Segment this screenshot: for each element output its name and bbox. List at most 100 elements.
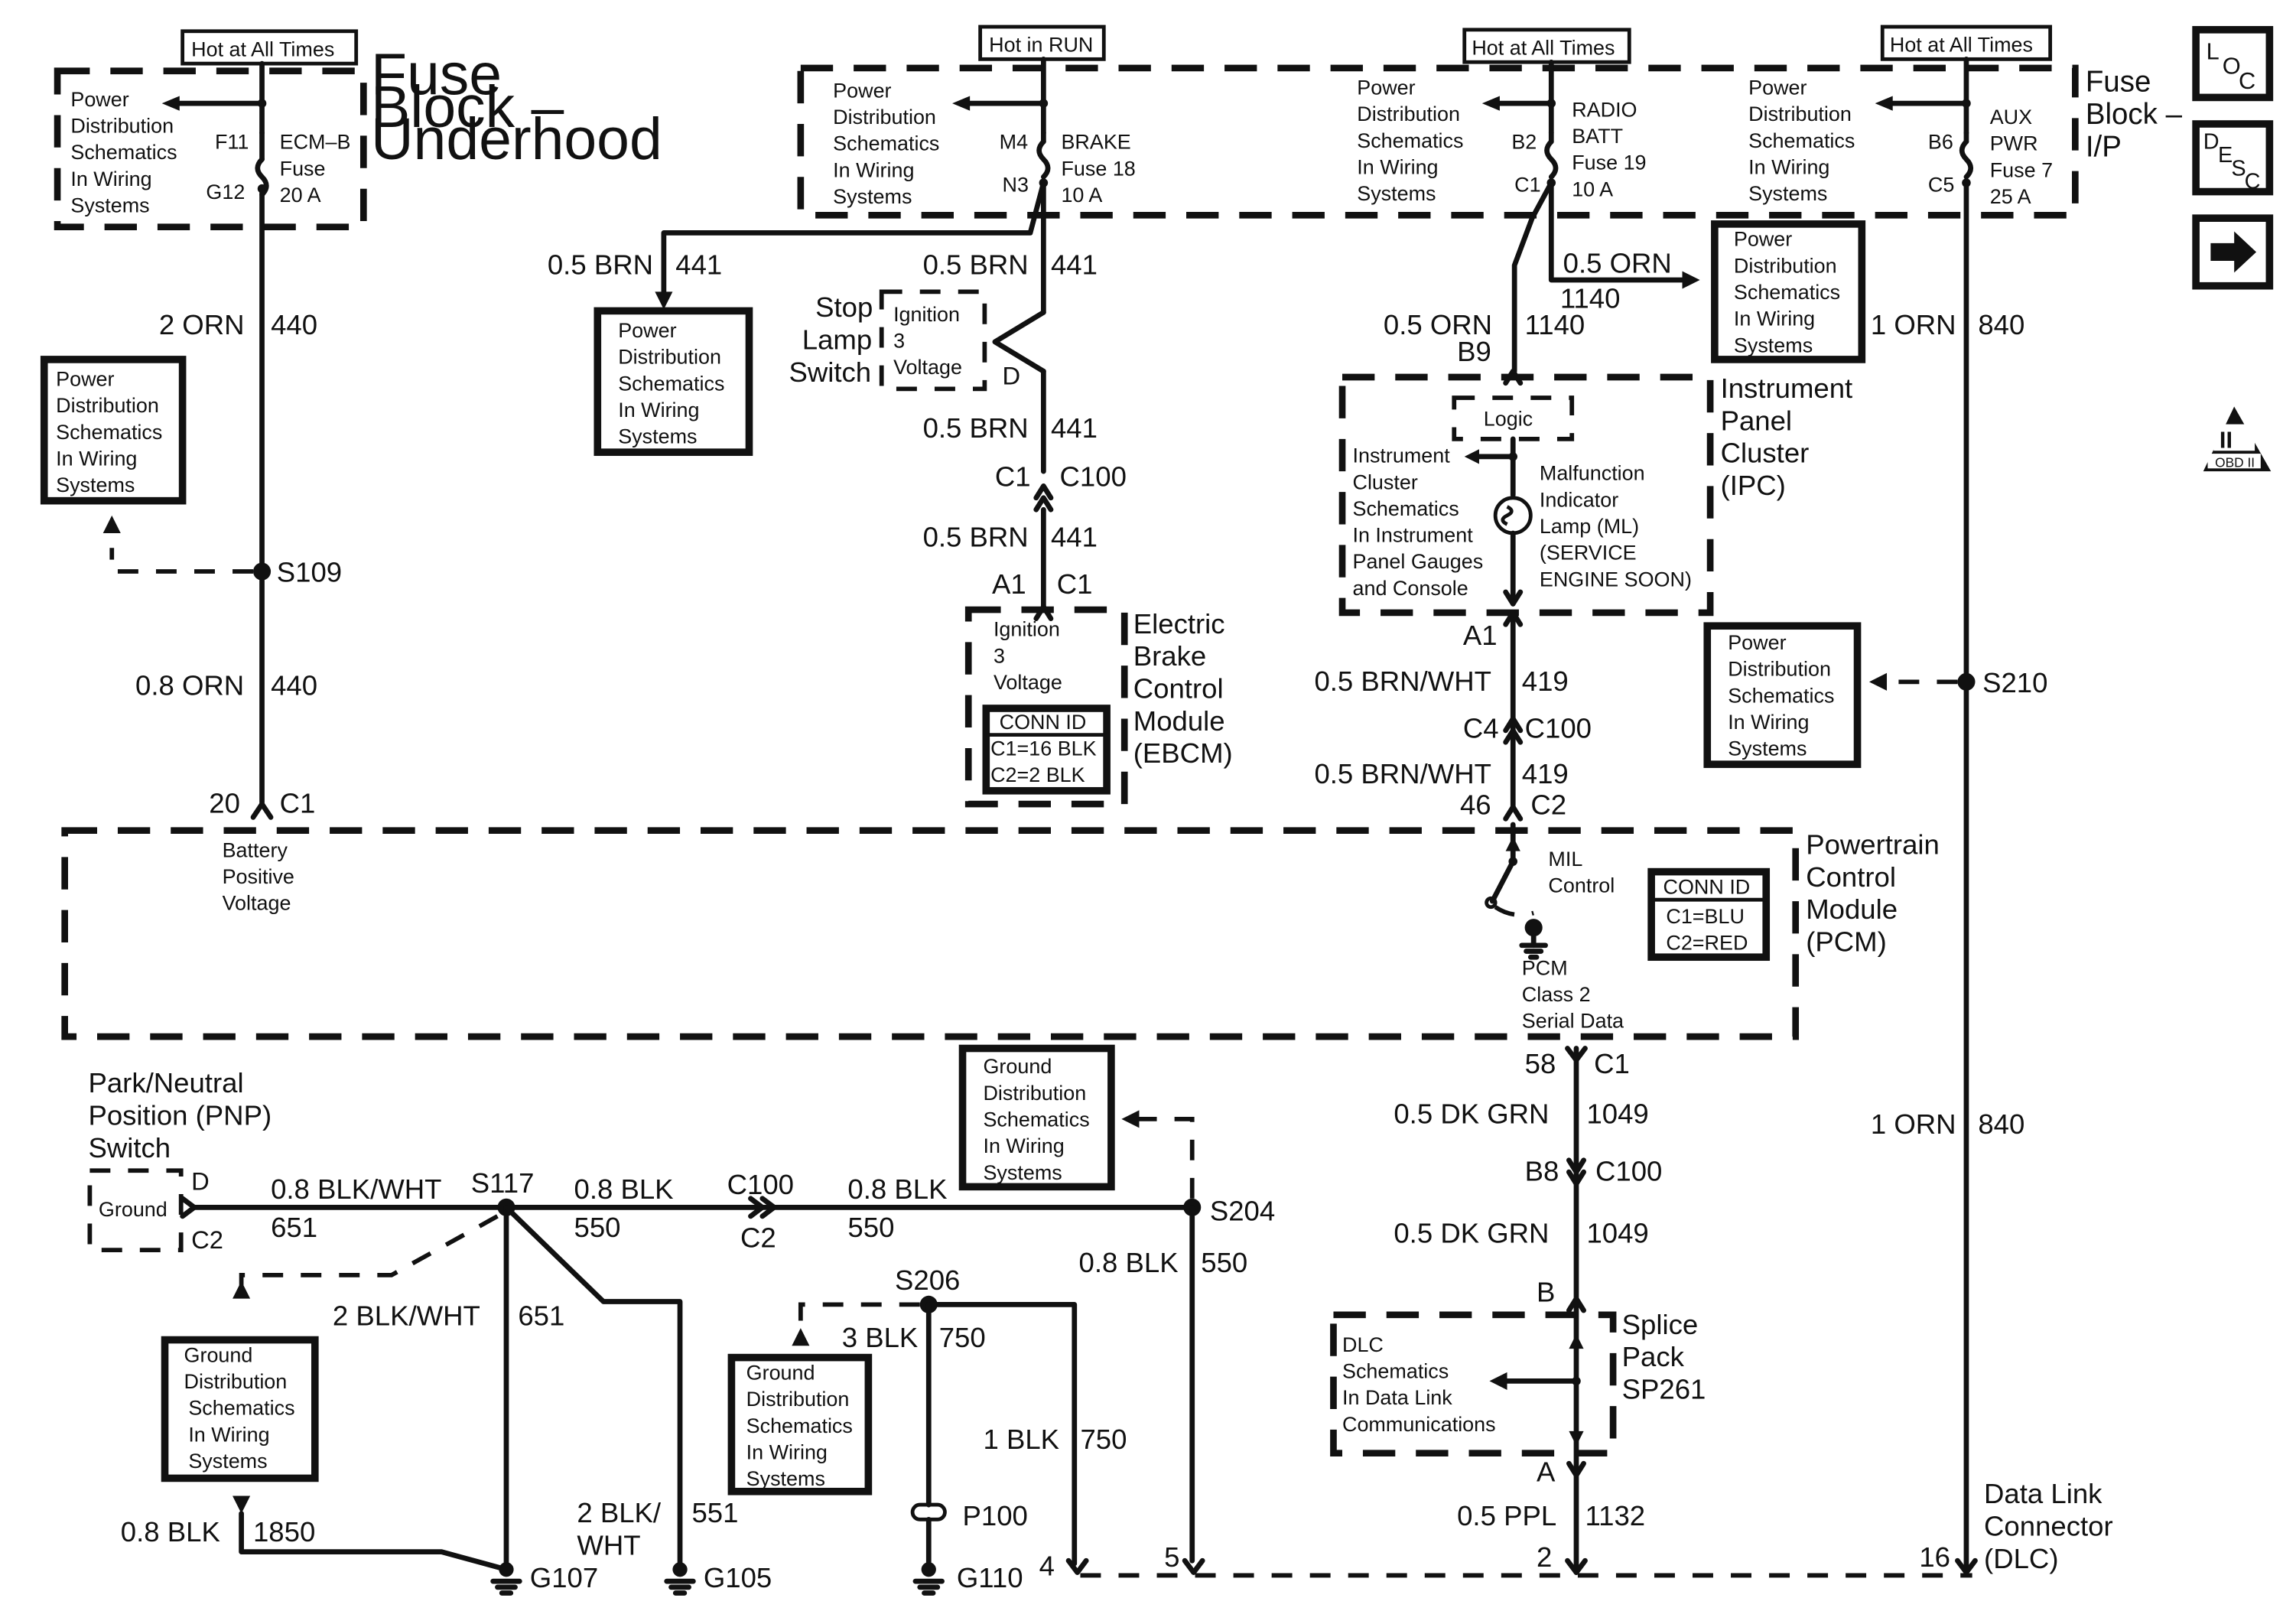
schematic-label: 0.8 BLK xyxy=(574,1173,674,1205)
schematic-label: 4 xyxy=(1039,1550,1055,1581)
schematic-label: 0.5 PPL xyxy=(1457,1500,1556,1531)
schematic-label: RADIO xyxy=(1572,98,1637,121)
schematic-label: 0.8 BLK xyxy=(121,1516,220,1548)
schematic-label: Module xyxy=(1133,705,1225,737)
schematic-label: G12 xyxy=(206,181,245,203)
schematic-label: Schematics xyxy=(188,1397,294,1420)
schematic-label: B8 xyxy=(1525,1156,1559,1187)
schematic-label: In Wiring xyxy=(1748,155,1829,178)
schematic-label: 20 A xyxy=(280,184,321,207)
schematic-label: 0.8 BLK/WHT xyxy=(271,1173,441,1205)
pds-aux: Power Distribution Schematics In Wiring … xyxy=(1748,76,1855,206)
schematic-label: Class 2 xyxy=(1522,983,1591,1006)
pnp-switch: Park/Neutral Position (PNP) Switch Groun… xyxy=(87,1067,272,1253)
wire-750-dlc xyxy=(925,1301,1078,1567)
fuse-block-ip: Fuse Block – I/P xyxy=(797,64,2183,219)
schematic-label: O xyxy=(2223,53,2241,80)
schematic-label: 0.5 BRN/WHT xyxy=(1314,666,1491,697)
schematic-label: C1 xyxy=(280,788,316,819)
schematic-label: C4 xyxy=(1463,712,1499,744)
ebcm-title: Electric xyxy=(1133,608,1225,640)
schematic-label: Power xyxy=(1728,631,1786,654)
schematic-label: 1 ORN xyxy=(1871,1108,1956,1140)
schematic-label: C1 xyxy=(995,461,1031,492)
schematic-label: Block – xyxy=(371,74,564,140)
schematic-label: Module xyxy=(1806,893,1898,925)
fuse-icon xyxy=(1959,138,1974,180)
splice-s210 xyxy=(1957,672,1976,691)
schematic-label: 10 A xyxy=(1572,177,1613,200)
ebcm-module: Ignition 3 Voltage CONN ID C1=16 BLK C2=… xyxy=(964,606,1233,808)
schematic-label: A1 xyxy=(1463,620,1498,651)
schematic-label: 1850 xyxy=(253,1516,315,1548)
schematic-label: 419 xyxy=(1522,666,1569,697)
schematic-label: 0.8 BLK xyxy=(1079,1247,1179,1278)
schematic-label: 0.5 DK GRN xyxy=(1394,1218,1549,1249)
ground-g110: G110 xyxy=(912,1562,1023,1596)
schematic-label: S204 xyxy=(1210,1196,1275,1227)
pds-brake: Power Distribution Schematics In Wiring … xyxy=(833,79,939,208)
stop-lamp-switch: Ignition 3 Voltage Stop Lamp Switch xyxy=(789,289,987,392)
schematic-label: Systems xyxy=(70,194,149,216)
schematic-label: B9 xyxy=(1457,336,1491,367)
schematic-label: Systems xyxy=(1734,334,1813,356)
schematic-label: PWR xyxy=(1990,132,2038,155)
lamp-icon xyxy=(1493,496,1533,535)
schematic-label: 550 xyxy=(1201,1247,1247,1278)
schematic-label: Communications xyxy=(1342,1413,1496,1436)
schematic-label: 0.8 BLK xyxy=(847,1173,947,1205)
schematic-label: MIL xyxy=(1548,848,1582,871)
schematic-label: M4 xyxy=(1000,131,1028,154)
schematic-label: Stop xyxy=(815,291,873,323)
schematic-label: OBD II xyxy=(2215,454,2255,470)
schematic-label: C1 xyxy=(1594,1048,1630,1079)
hot-label-underhood: Hot at All Times xyxy=(180,29,359,66)
schematic-label: G107 xyxy=(530,1562,598,1593)
schematic-label: Brake xyxy=(1133,640,1206,672)
schematic-label: 5 xyxy=(1164,1541,1179,1573)
schematic-label: Systems xyxy=(833,185,912,208)
schematic-label: 440 xyxy=(271,309,317,340)
hot-label-run: Hot in RUN xyxy=(978,24,1106,61)
schematic-label: Connector xyxy=(1984,1510,2113,1541)
loc-button[interactable]: L O C xyxy=(2192,26,2274,102)
schematic-label: 441 xyxy=(1051,249,1098,280)
schematic-label: G110 xyxy=(957,1562,1023,1593)
desc-button[interactable]: D E S C xyxy=(2192,120,2274,196)
schematic-label: Hot at All Times xyxy=(1472,37,1615,60)
wire-1140-branch xyxy=(1548,180,1685,283)
schematic-label: Fuse 7 xyxy=(1990,158,2053,181)
schematic-label: Voltage xyxy=(893,356,962,379)
schematic-label: Cluster xyxy=(1721,438,1810,469)
schematic-label: BATT xyxy=(1572,125,1623,148)
pds-box-441: Power Distribution Schematics In Wiring … xyxy=(594,307,753,456)
next-arrow-button[interactable] xyxy=(2192,214,2274,290)
connector-icon xyxy=(250,801,274,820)
schematic-label: Systems xyxy=(746,1467,825,1490)
obd-ii-icon: II OBD II xyxy=(2203,406,2272,472)
schematic-label: BRAKE xyxy=(1061,131,1130,154)
schematic-label: 0.5 BRN xyxy=(923,521,1029,552)
schematic-label: In Wiring xyxy=(188,1423,269,1446)
ipc-title: Instrument xyxy=(1721,373,1853,404)
schematic-label: C5 xyxy=(1928,174,1954,197)
schematic-label: C100 xyxy=(1060,461,1127,492)
schematic-label: C1 xyxy=(1057,568,1093,600)
schematic-label: Ignition xyxy=(994,618,1060,641)
schematic-label: In Wiring xyxy=(1357,155,1438,178)
schematic-label: N3 xyxy=(1002,174,1028,197)
schematic-label: ECM–B xyxy=(280,131,351,154)
schematic-label: In Wiring xyxy=(983,1134,1064,1157)
pass-through-p100: P100 xyxy=(910,1500,1028,1573)
schematic-label: In Wiring xyxy=(1734,308,1815,330)
schematic-label: Schematics xyxy=(618,372,724,395)
schematic-label: Power xyxy=(1734,228,1792,251)
schematic-label: II xyxy=(2220,426,2233,453)
wire-1850 xyxy=(239,1511,509,1573)
pds-box-1140: Power Distribution Schematics In Wiring … xyxy=(1711,220,1866,363)
schematic-label: 0.5 ORN xyxy=(1384,309,1492,340)
schematic-label: C1=16 BLK xyxy=(990,737,1097,760)
schematic-label: 440 xyxy=(271,670,317,701)
fuse-block-underhood-title: Fuse xyxy=(371,42,502,108)
schematic-label: C2 xyxy=(740,1222,776,1253)
